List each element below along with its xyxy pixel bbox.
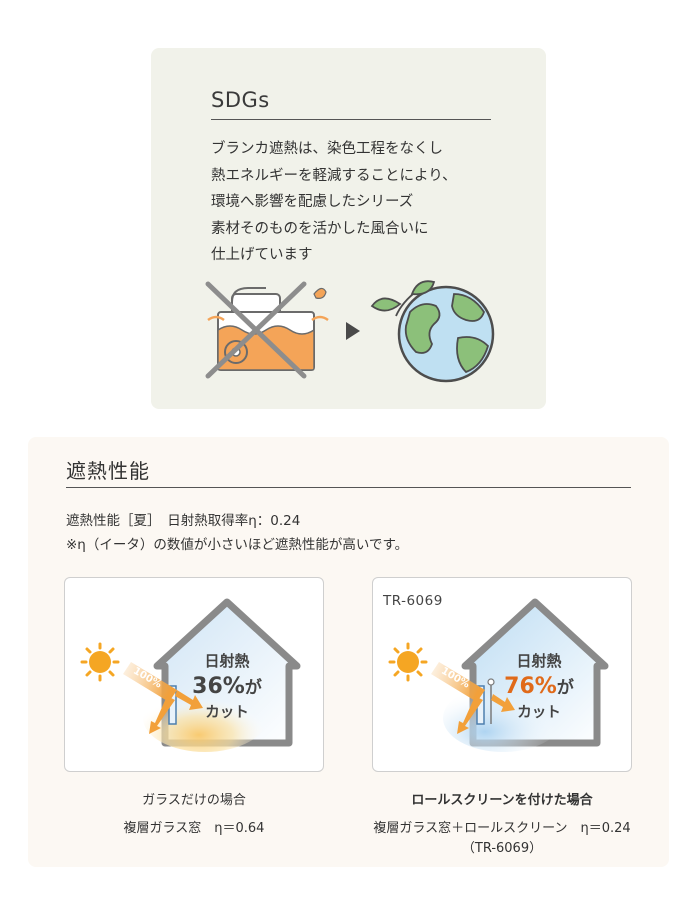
cut-label: カット <box>517 705 561 721</box>
solar-heat-label: 日射熱 <box>516 652 562 670</box>
cut-suffix: が <box>556 678 574 698</box>
heat-note: ※η（イータ）の数値が小さいほど遮熱性能が高いです。 <box>66 537 409 553</box>
reflected-arrow <box>149 696 175 734</box>
heat-title: 遮熱性能 <box>66 459 150 483</box>
sun-icon <box>388 642 428 682</box>
transmitted-arrow <box>491 694 515 712</box>
roll-screen-diagram: 100% <box>388 598 609 752</box>
cut-percent: 36% <box>192 674 245 699</box>
sdgs-title: SDGs <box>211 88 270 112</box>
sdgs-line: 熱エネルギーを軽減することにより、 <box>211 167 457 184</box>
sdgs-line: ブランカ遮熱は、染色工程をなくし <box>211 141 443 157</box>
heat-divider <box>66 487 631 488</box>
reflected-arrow <box>457 696 483 734</box>
sdgs-line: 仕上げています <box>211 247 313 263</box>
model-code: TR-6069 <box>383 593 443 609</box>
earth-icon <box>370 280 495 383</box>
cut-percent: 76% <box>504 674 557 699</box>
glass-only-caption-spec: 複層ガラス窓 η＝0.64 <box>123 821 265 836</box>
glass-only-diagram: 100% <box>80 598 301 752</box>
sun-icon <box>80 642 120 682</box>
sdgs-description: ブランカ遮熱は、染色工程をなくし 熱エネルギーを軽減することにより、 環境へ影響… <box>211 136 511 269</box>
cut-suffix: が <box>244 678 262 698</box>
sdgs-divider <box>211 119 491 120</box>
sdgs-illustration <box>205 280 495 383</box>
crossed-dye-bath-icon <box>205 281 329 379</box>
roll-screen-caption-model: （TR-6069） <box>461 841 543 856</box>
sdgs-line: 素材そのものを活かした風合いに <box>211 220 429 237</box>
sunlight-beam <box>123 662 177 702</box>
roll-screen-caption-spec: 複層ガラス窓＋ロールスクリーン η＝0.24 <box>373 821 631 836</box>
arrow-right-icon <box>346 322 360 340</box>
sdgs-line: 環境へ影響を配慮したシリーズ <box>211 194 414 210</box>
roll-screen-panel: TR-6069 <box>372 577 632 772</box>
cut-label: カット <box>205 705 249 721</box>
sdgs-card: SDGs ブランカ遮熱は、染色工程をなくし 熱エネルギーを軽減することにより、 … <box>151 48 546 409</box>
heat-spec: 遮熱性能［夏］ 日射熱取得率η：0.24 <box>66 513 301 529</box>
heat-cut-label: 日射熱 36%が カット <box>167 650 287 722</box>
roll-screen-caption-title: ロールスクリーンを付けた場合 <box>411 793 593 808</box>
heat-shield-section: 遮熱性能 遮熱性能［夏］ 日射熱取得率η：0.24 ※η（イータ）の数値が小さい… <box>28 437 669 867</box>
sunlight-beam <box>431 662 485 702</box>
transmitted-arrow <box>175 690 203 710</box>
glass-only-caption-title: ガラスだけの場合 <box>142 793 246 808</box>
heat-cut-label: 日射熱 76%が カット <box>479 650 599 722</box>
glass-only-panel: 100% 日射熱 36%が カット <box>64 577 324 772</box>
solar-heat-label: 日射熱 <box>204 652 250 670</box>
